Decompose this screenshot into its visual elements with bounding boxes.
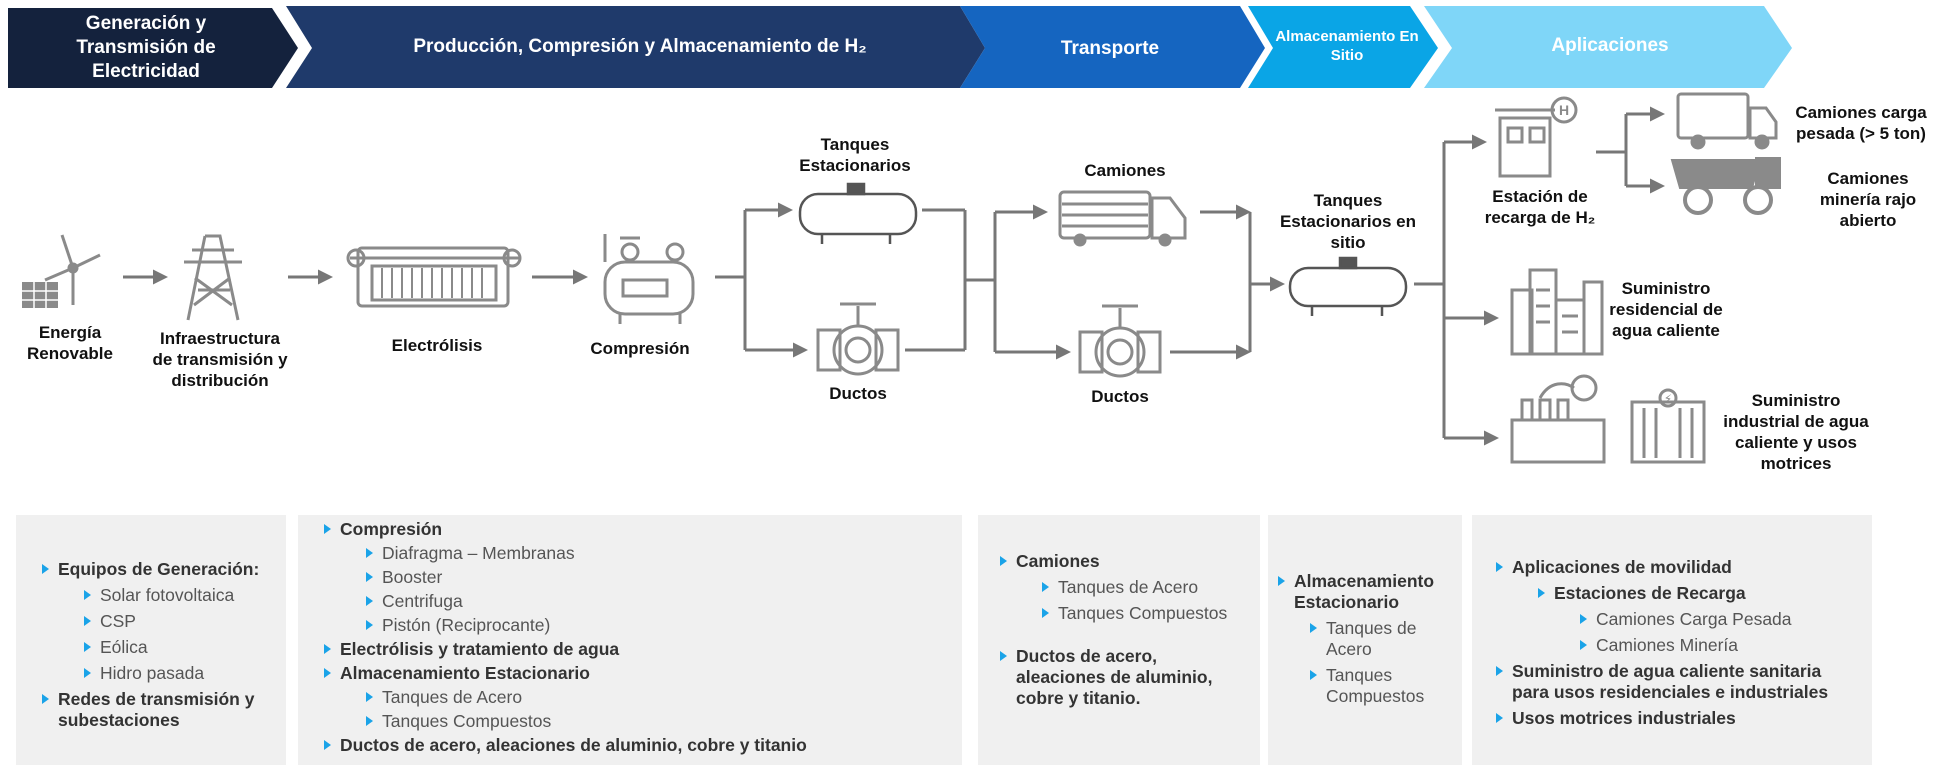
panel-item: Compresión	[324, 519, 962, 540]
panel-item: Tanques Compuestos	[366, 711, 962, 732]
node-label-residential-hot-water: Suministro residencial de agua caliente	[1609, 279, 1723, 340]
stage-chevron-applications	[1424, 6, 1792, 88]
transport-truck-icon	[1058, 190, 1187, 247]
node-label-transport-pipelines: Ductos	[1091, 387, 1149, 406]
flow-arrows	[123, 106, 1665, 446]
stage-chevron-transport	[960, 6, 1265, 88]
stage-chevron-production	[286, 6, 985, 88]
factory-icon	[1510, 374, 1606, 464]
mining-truck-icon	[1670, 157, 1781, 215]
stage-banner	[8, 6, 1792, 88]
panel-transport: Camiones Tanques de Acero Tanques Compue…	[978, 515, 1260, 765]
panel-item: CSP	[84, 611, 286, 632]
node-label-trucks: Camiones	[1084, 161, 1166, 180]
panel-generation: Equipos de Generación: Solar fotovoltaic…	[16, 515, 286, 765]
stage-chevron-onsite	[1248, 6, 1438, 88]
process-diagram: H ⚡	[22, 92, 1781, 464]
panel-item: Almacenamiento Estacionario	[1278, 571, 1456, 613]
panel-item: Tanques Compuestos	[1042, 603, 1250, 624]
panel-item: Camiones	[1000, 551, 1250, 572]
node-label-renewable: Energía Renovable	[27, 323, 113, 363]
panel-production: Compresión Diafragma – Membranas Booster…	[298, 515, 962, 765]
panel-item: Equipos de Generación:	[42, 559, 286, 580]
wind-turbine-icon	[44, 234, 101, 305]
stage-label-applications: Aplicaciones	[1551, 35, 1669, 56]
panel-onsite: Almacenamiento Estacionario Tanques de A…	[1268, 515, 1462, 765]
panel-item: Hidro pasada	[84, 663, 286, 684]
stage-label-production: Producción, Compresión y Almacenamiento …	[413, 36, 867, 57]
node-label-infrastructure: Infraestructura de transmisión y distrib…	[152, 329, 288, 390]
refuel-station-icon	[1495, 96, 1578, 178]
industrial-heater-icon	[1630, 388, 1706, 464]
node-label-electrolysis: Electrólisis	[391, 336, 483, 355]
pipeline-valve-icon	[816, 302, 900, 376]
onsite-tank-icon	[1288, 256, 1408, 316]
transport-valve-icon	[1078, 304, 1162, 378]
stationary-tank-icon	[798, 182, 918, 244]
panel-item: Ductos de acero, aleaciones de aluminio,…	[1000, 646, 1250, 709]
stage-label-onsite: Almacenamiento En Sitio	[1275, 28, 1419, 64]
residential-building-icon	[1510, 268, 1604, 356]
solar-panel-icon	[22, 282, 58, 308]
stage-label-generation: Generación y Transmisión de Electricidad	[76, 13, 216, 82]
transmission-tower-icon	[184, 234, 242, 321]
panel-item: Usos motrices industriales	[1496, 708, 1862, 729]
lightning-bolt-icon: ⚡	[1664, 392, 1672, 406]
panel-item: Eólica	[84, 637, 286, 658]
panel-item: Pistón (Reciprocante)	[366, 615, 962, 636]
panel-item: Electrólisis y tratamiento de agua	[324, 639, 962, 660]
panel-item: Tanques de Acero	[366, 687, 962, 708]
node-label-pipelines: Ductos	[829, 384, 887, 403]
compressor-icon	[603, 234, 695, 324]
electrolyzer-icon	[346, 246, 522, 308]
electrolyzer-plates	[381, 268, 483, 298]
panel-item: Tanques de Acero	[1042, 577, 1250, 598]
panel-item: Suministro de agua caliente sanitaria pa…	[1496, 661, 1862, 703]
panel-item: Booster	[366, 567, 962, 588]
panel-item: Centrifuga	[366, 591, 962, 612]
panel-item: Redes de transmisión y subestaciones	[42, 689, 286, 731]
stage-chevron-generation	[8, 8, 298, 88]
panel-item: Tanques de Acero	[1310, 618, 1456, 660]
panel-item: Estaciones de Recarga	[1538, 583, 1862, 604]
node-label-mining-trucks: Camiones minería rajo abierto	[1819, 169, 1917, 230]
heavy-truck-icon	[1676, 92, 1778, 150]
node-label-compression: Compresión	[590, 339, 690, 358]
node-label-onsite-tanks: Tanques Estacionarios en sitio	[1279, 191, 1417, 252]
panel-item: Solar fotovoltaica	[84, 585, 286, 606]
panel-item: Aplicaciones de movilidad	[1496, 557, 1862, 578]
panel-item: Camiones Minería	[1580, 635, 1862, 656]
node-label-heavy-trucks: Camiones carga pesada (> 5 ton)	[1795, 103, 1927, 143]
panel-item: Tanques Compuestos	[1310, 665, 1456, 707]
panel-item: Almacenamiento Estacionario	[324, 663, 962, 684]
node-label-stationary-tanks: Tanques Estacionarios	[799, 135, 911, 175]
node-label-industrial-hot-water: Suministro industrial de agua caliente y…	[1723, 391, 1869, 473]
panel-item: Diafragma – Membranas	[366, 543, 962, 564]
stage-label-transport: Transporte	[1060, 38, 1160, 59]
panel-item: Camiones Carga Pesada	[1580, 609, 1862, 630]
panel-applications: Aplicaciones de movilidad Estaciones de …	[1472, 515, 1872, 765]
panel-item: Ductos de acero, aleaciones de aluminio,…	[324, 735, 962, 756]
hydrogen-symbol-icon: H	[1559, 102, 1569, 118]
node-label-refuel-station: Estación de recarga de H₂	[1484, 187, 1596, 227]
